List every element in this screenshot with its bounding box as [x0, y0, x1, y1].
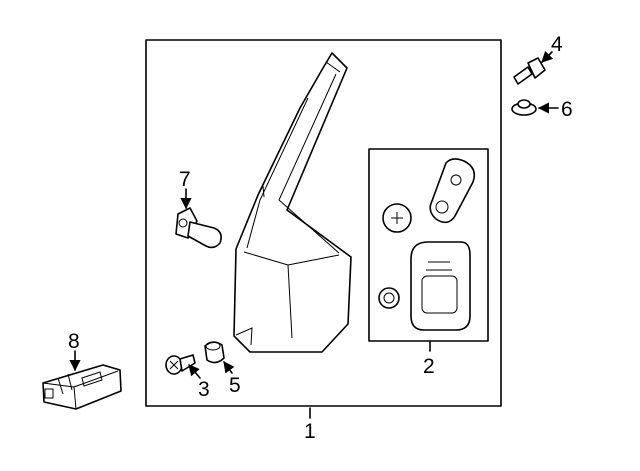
callout-1: 1 — [304, 420, 316, 443]
bracket-part[interactable] — [429, 158, 476, 224]
screw-part[interactable] — [165, 354, 196, 375]
subkit-frame — [368, 148, 489, 342]
lamp-assembly-part[interactable] — [233, 52, 352, 353]
leader-3 — [188, 364, 201, 379]
grommet-part[interactable] — [378, 287, 400, 309]
gasket-part[interactable] — [410, 241, 471, 331]
bolt-part[interactable] — [513, 57, 546, 85]
callout-6: 6 — [561, 98, 573, 121]
callout-8: 8 — [68, 330, 80, 353]
assembly-frame — [145, 39, 502, 407]
nut-part[interactable] — [511, 99, 537, 116]
connector-part[interactable] — [42, 364, 122, 410]
leader-5 — [223, 361, 235, 374]
callout-3: 3 — [198, 378, 210, 401]
clip-part[interactable] — [382, 203, 412, 233]
bulb-part[interactable] — [175, 207, 222, 249]
leader-4 — [541, 50, 554, 63]
bushing-part[interactable] — [204, 341, 225, 364]
callout-4: 4 — [551, 33, 563, 56]
callout-7: 7 — [179, 168, 191, 191]
callout-5: 5 — [229, 374, 241, 397]
callout-2: 2 — [423, 355, 435, 378]
